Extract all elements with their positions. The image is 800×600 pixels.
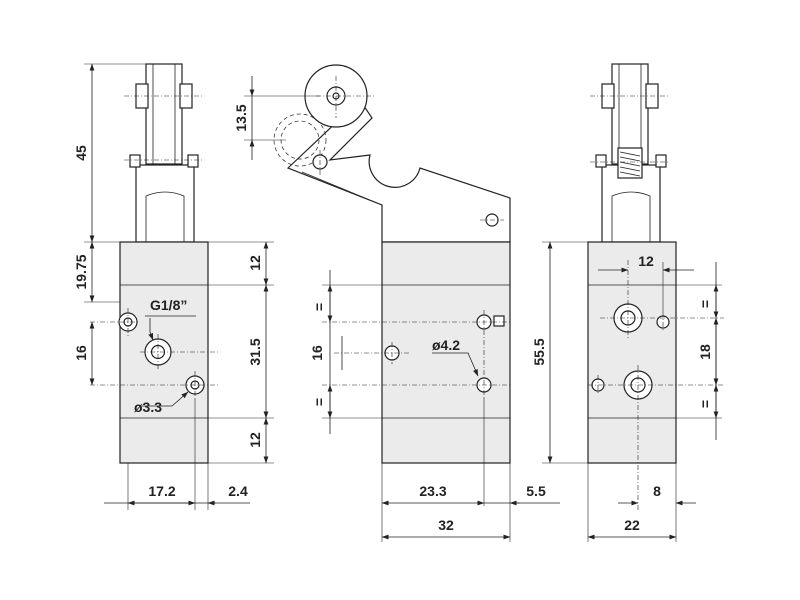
- dim-17-2: 17.2: [148, 483, 175, 499]
- dim-55-5: 55.5: [531, 338, 547, 365]
- left-view-roller-fork: [145, 63, 183, 165]
- dim-16-middle: 16: [309, 345, 325, 361]
- dim-5-5: 5.5: [526, 483, 546, 499]
- dim-22: 22: [624, 517, 640, 533]
- hole-label-middle: ø4.2: [432, 337, 460, 353]
- dim-equal-top-middle: =: [311, 303, 327, 311]
- dim-equal-top-right: =: [697, 300, 713, 308]
- right-view-roller-fork: [611, 63, 649, 165]
- middle-view-valve-body: [381, 241, 511, 464]
- right-view: 55.5 12 = 18 = 8 22: [531, 63, 724, 542]
- dim-16-left: 16: [73, 345, 89, 361]
- dim-45: 45: [73, 145, 89, 161]
- dim-23-3: 23.3: [419, 483, 446, 499]
- dim-equal-bottom-middle: =: [311, 398, 327, 406]
- dim-12-bottom: 12: [247, 432, 263, 448]
- dim-18: 18: [697, 344, 713, 360]
- left-view-stem: [135, 164, 195, 243]
- dim-12-right: 12: [638, 253, 654, 269]
- dim-8: 8: [653, 483, 661, 499]
- dim-13-5: 13.5: [233, 104, 249, 131]
- thread-label: G1/8”: [150, 297, 187, 313]
- spring: [617, 147, 643, 179]
- right-view-valve-body: [587, 241, 677, 464]
- dim-equal-bottom-right: =: [697, 400, 713, 408]
- lever-arm: [286, 99, 511, 243]
- dim-31-5: 31.5: [247, 338, 263, 365]
- dim-19-75: 19.75: [73, 254, 89, 289]
- middle-view: 13.5 = 16 = ø4.2 23.3 5.5 32: [233, 64, 560, 542]
- left-view: 45 19.75 16 12 31.5 12 G1/8” ø3.3 17.2 2…: [73, 63, 274, 510]
- dim-32: 32: [438, 517, 454, 533]
- dim-2-4: 2.4: [228, 483, 248, 499]
- hole-label-left: ø3.3: [134, 399, 162, 415]
- dim-12-top: 12: [247, 255, 263, 271]
